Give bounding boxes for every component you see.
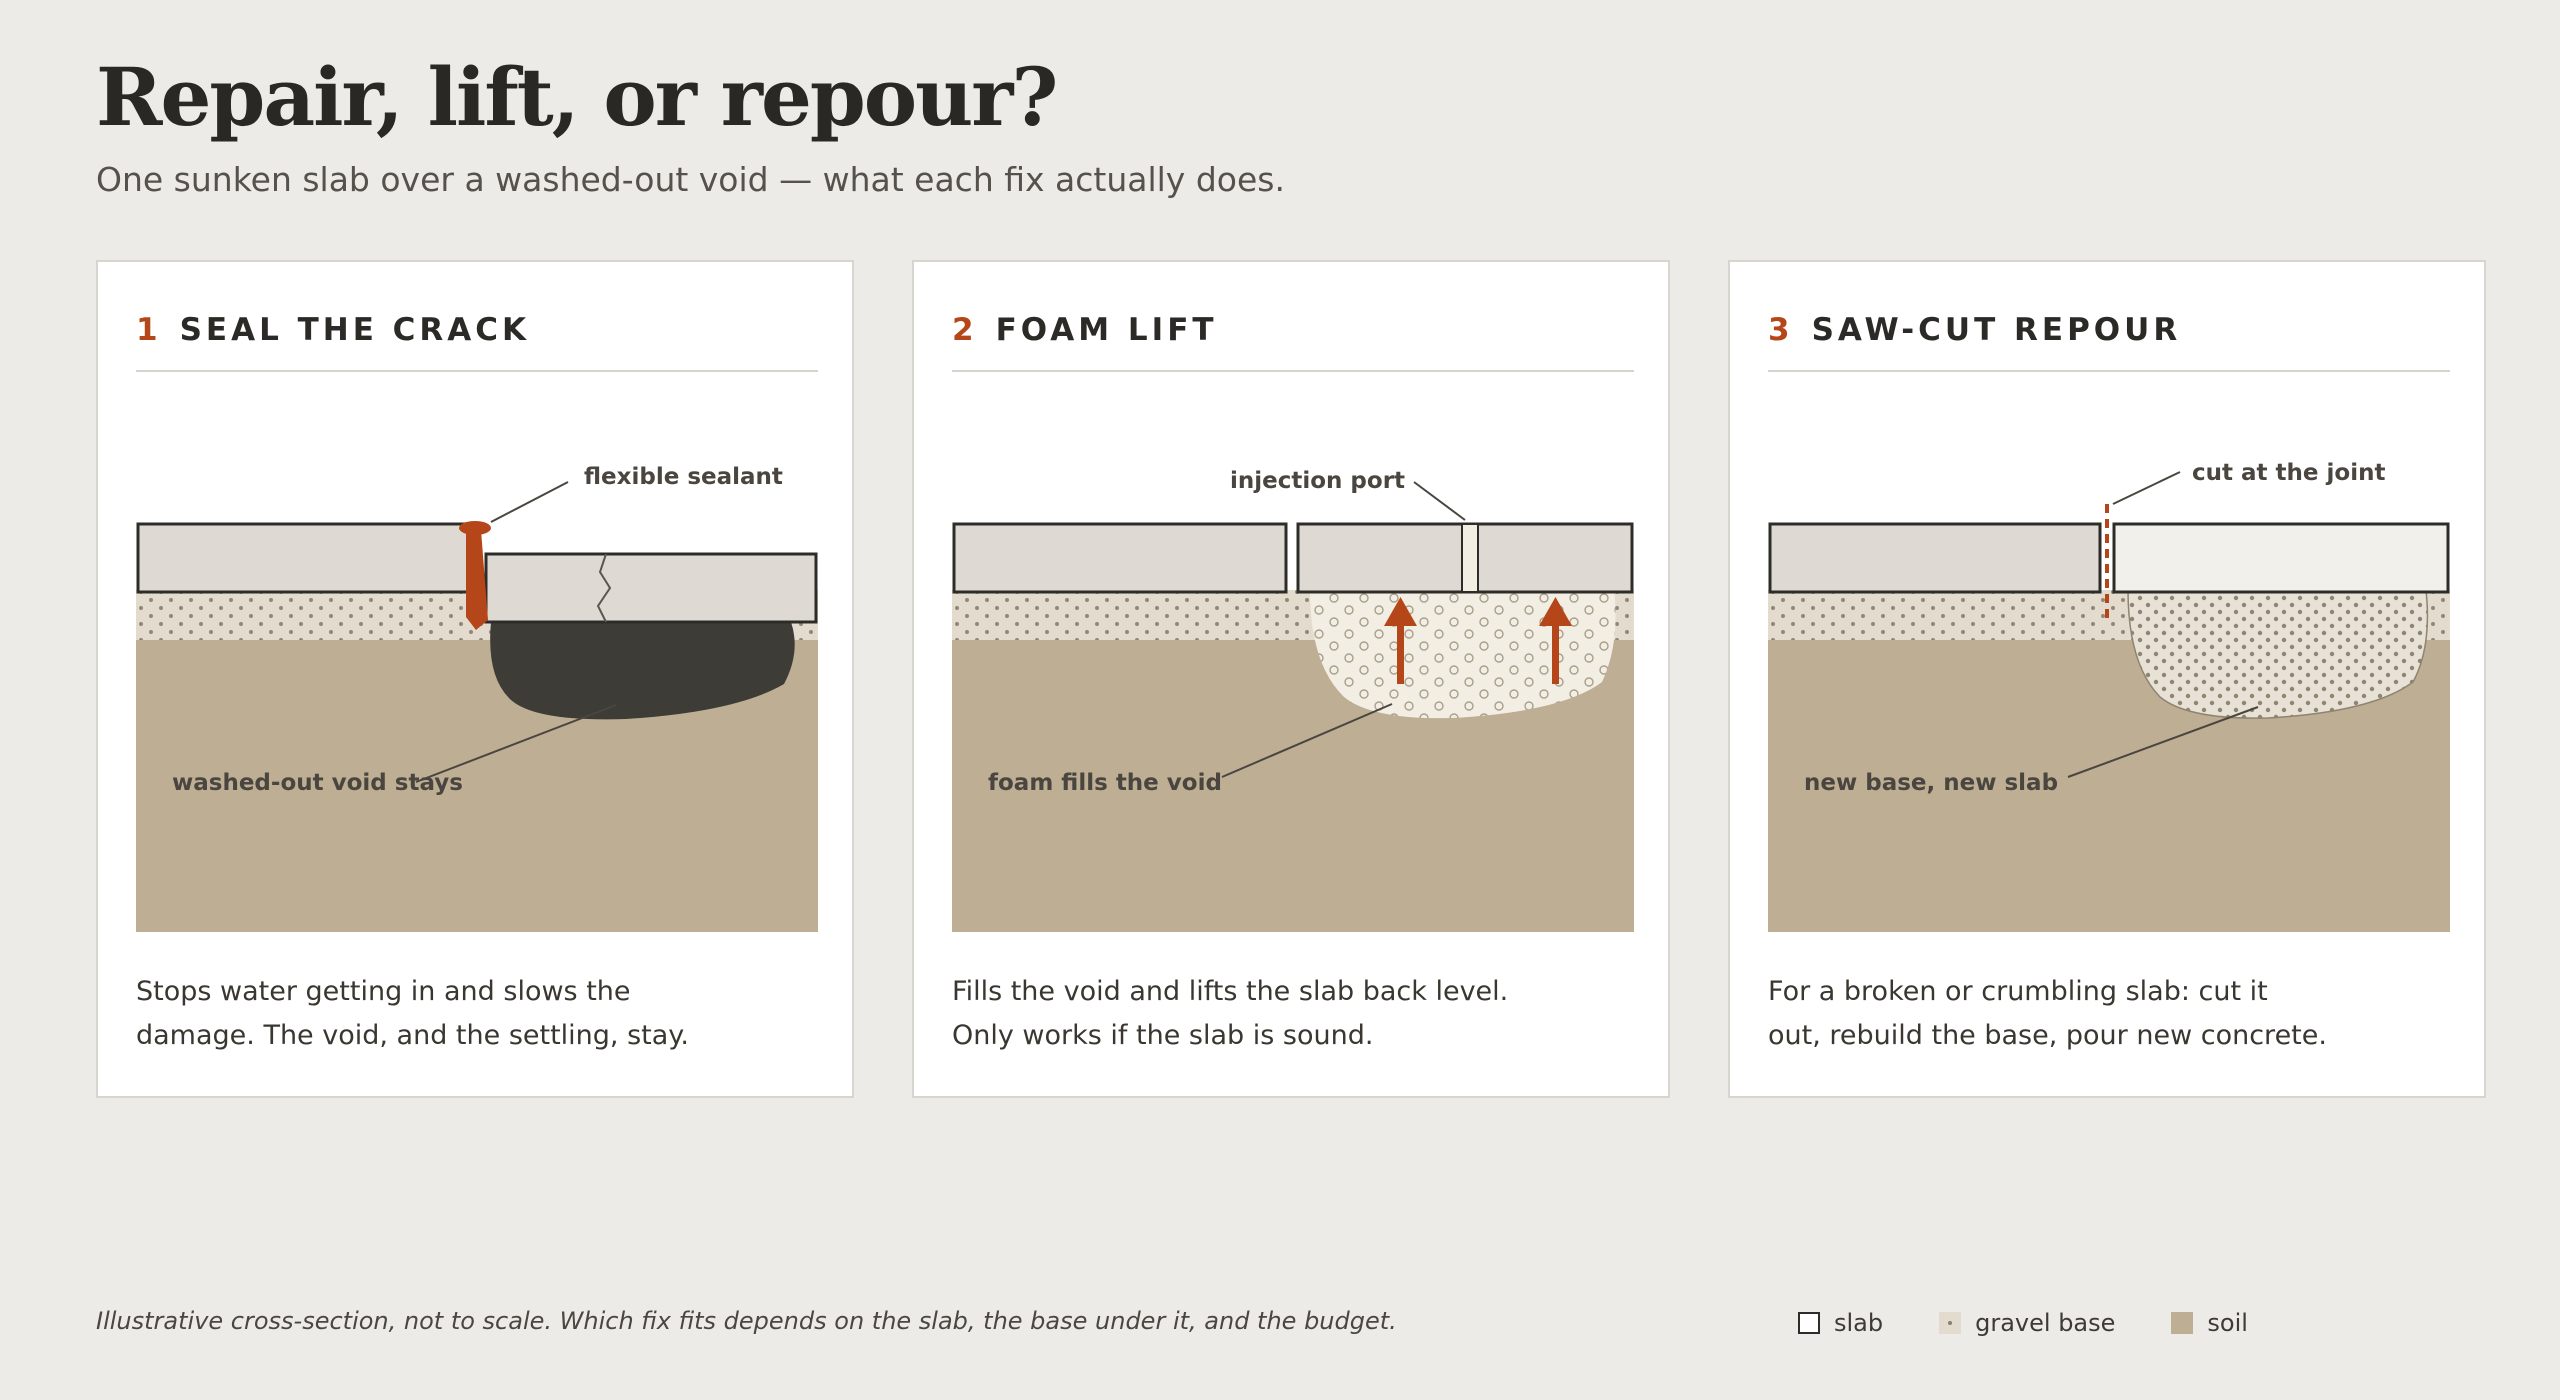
card-foam-lift: 2 FOAM LIFT injection port foam fills the… — [912, 260, 1670, 1098]
lift-arrow-right-shaft — [1552, 624, 1559, 684]
washed-out-void — [490, 622, 795, 720]
page-subtitle: One sunken slab over a washed-out void —… — [96, 160, 1285, 199]
card-heading: 2 FOAM LIFT — [952, 312, 1634, 372]
flexible-sealant — [466, 530, 488, 630]
lift-arrow-right-head — [1539, 597, 1572, 626]
card-number: 3 — [1768, 312, 1794, 348]
left-slab — [136, 522, 470, 594]
soil-swatch-icon — [2171, 1312, 2194, 1334]
seal-crack-diagram: flexible sealant washed-out void stays — [136, 464, 818, 932]
legend-label: gravel base — [1975, 1309, 2116, 1337]
saw-cut-repour-diagram: cut at the joint new base, new slab — [1768, 460, 2450, 932]
sealant-cap — [459, 521, 491, 535]
legend-label: soil — [2207, 1309, 2248, 1337]
sunken-slab — [484, 552, 818, 624]
new-slab — [2112, 522, 2450, 594]
injection-port-label: injection port — [1230, 468, 1405, 494]
cut-label: cut at the joint — [2192, 460, 2385, 486]
legend-item-soil: soil — [2171, 1309, 2248, 1337]
legend-item-gravel: gravel base — [1939, 1309, 2115, 1337]
port-leader — [1413, 481, 1466, 521]
footnote: Illustrative cross-section, not to scale… — [96, 1307, 1397, 1335]
card-title: SEAL THE CRACK — [179, 312, 531, 348]
lift-arrow-left-head — [1384, 597, 1417, 626]
card-heading: 1 SEAL THE CRACK — [136, 312, 818, 372]
foam-leader — [1221, 703, 1393, 778]
void-leader — [415, 704, 617, 783]
crack-line — [596, 553, 612, 623]
sealant-leader — [490, 481, 569, 523]
legend: slab gravel base soil — [1798, 1308, 2304, 1338]
card-description: Fills the void and lifts the slab back l… — [952, 976, 1509, 1051]
card-heading: 3 SAW-CUT REPOUR — [1768, 312, 2450, 372]
legend-label: slab — [1834, 1309, 1884, 1337]
card-number: 1 — [136, 312, 162, 348]
foam-lift-diagram: injection port foam fills the void — [952, 468, 1634, 932]
card-seal-the-crack: 1 SEAL THE CRACK flexible sealant washed-… — [96, 260, 854, 1098]
injection-port — [1461, 523, 1479, 593]
card-title: FOAM LIFT — [995, 312, 1218, 348]
new-base — [2127, 589, 2429, 719]
card-number: 2 — [952, 312, 978, 348]
legend-item-slab: slab — [1798, 1309, 1883, 1337]
foam-label: foam fills the void — [988, 770, 1222, 796]
lift-arrow-left-shaft — [1397, 624, 1404, 684]
new-base-leader — [2067, 706, 2259, 778]
flexible-sealant-label: flexible sealant — [584, 464, 783, 490]
new-base-label: new base, new slab — [1804, 770, 2058, 796]
card-description: Stops water getting in and slows the dam… — [136, 976, 689, 1051]
void-label: washed-out void stays — [172, 770, 463, 796]
page-title: Repair, lift, or repour? — [96, 50, 1058, 144]
card-title: SAW-CUT REPOUR — [1811, 312, 2182, 348]
existing-slab — [1768, 522, 2102, 594]
gravel-swatch-icon — [1939, 1312, 1962, 1334]
slab-swatch-icon — [1798, 1312, 1820, 1334]
card-description: For a broken or crumbling slab: cut it o… — [1768, 976, 2327, 1051]
left-slab — [952, 522, 1288, 594]
card-saw-cut-repour: 3 SAW-CUT REPOUR cut at the joint new bas… — [1728, 260, 2486, 1098]
cut-leader — [2112, 471, 2181, 505]
